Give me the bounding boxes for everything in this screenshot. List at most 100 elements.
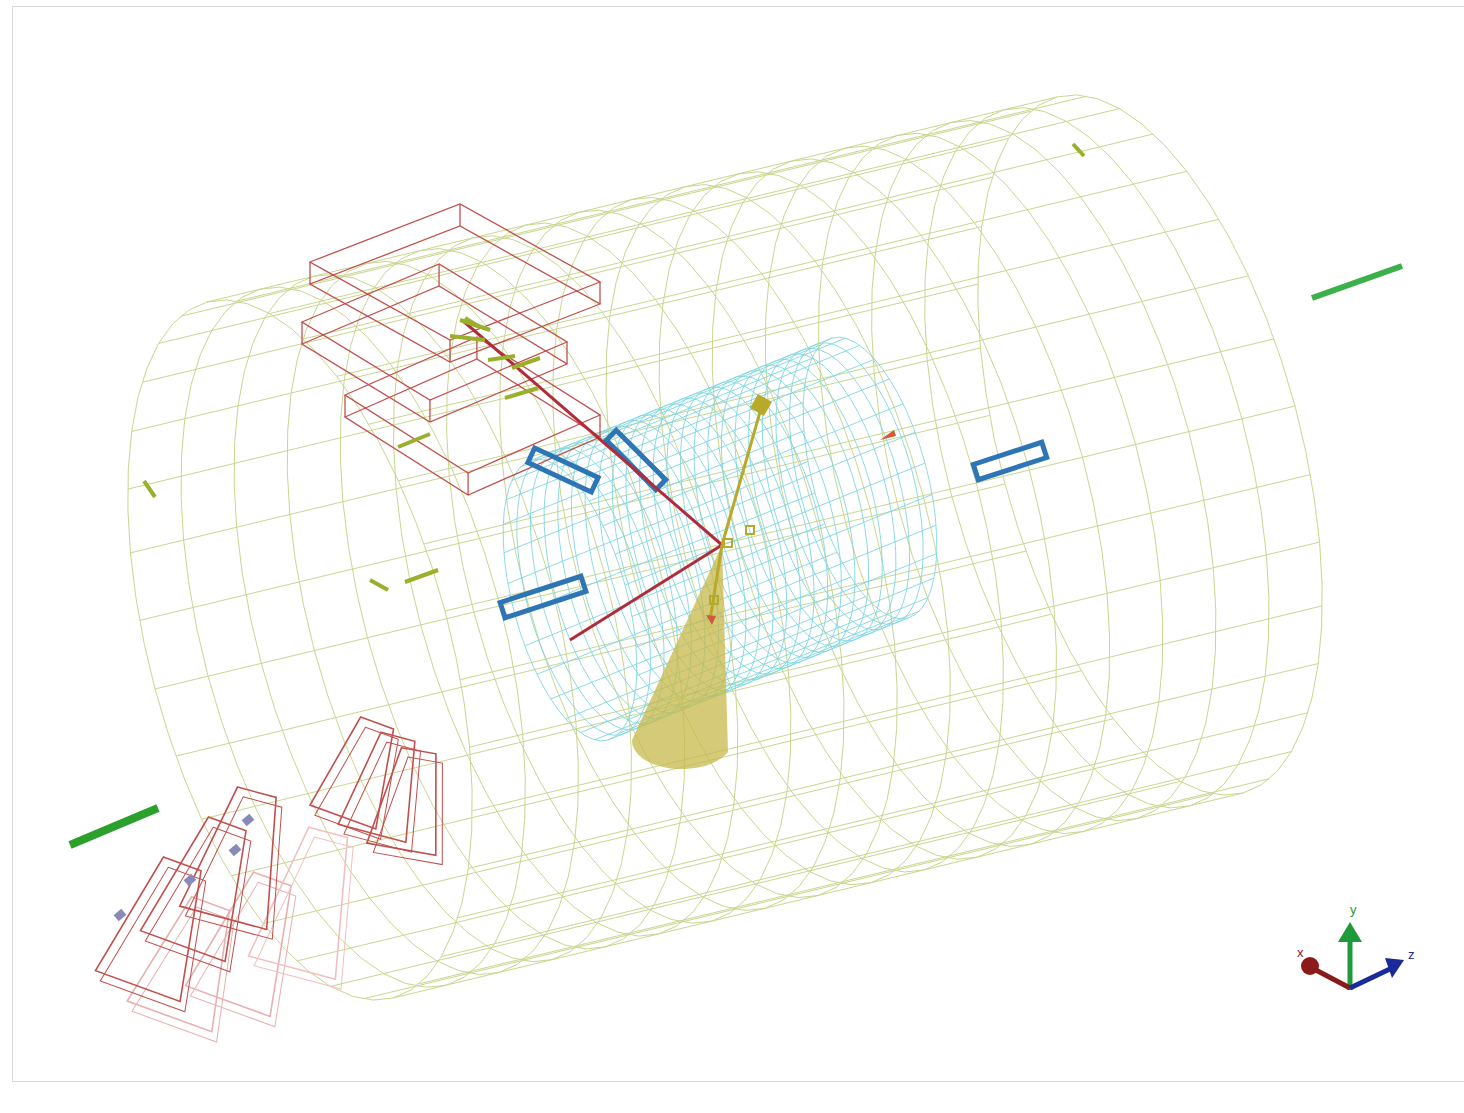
inner-detector-wireframe-line (575, 359, 875, 481)
endcap-chamber-outline (100, 859, 229, 1012)
endcap-chamber-outline (344, 737, 437, 852)
forward-segment (1312, 266, 1402, 298)
inner-detector-wireframe-line (625, 463, 925, 585)
endcap-chamber-outline (367, 745, 453, 856)
chamber-edge (301, 322, 302, 344)
muon-segment (144, 481, 155, 497)
muon-segment (465, 318, 478, 326)
muon-segment (488, 356, 515, 360)
inner-detector-wireframe-line (532, 338, 832, 460)
inner-detector-wireframe-line (632, 495, 932, 617)
inner-detector-wireframe-line (512, 358, 812, 480)
calorimeter-wireframe-line (337, 171, 1187, 376)
blue-chamber (606, 430, 665, 489)
calorimeter-wireframe-ring (606, 185, 950, 885)
electron-track (710, 545, 722, 620)
inner-detector-wireframe-ring (721, 371, 855, 653)
axis-label: y (1350, 903, 1357, 917)
calorimeter-wireframe-ring (234, 274, 578, 974)
calorimeter-wireframe-ring (872, 121, 1216, 821)
axis-z-head (1385, 958, 1404, 978)
hit-marker (880, 430, 896, 440)
inner-detector-wireframe-line (525, 524, 825, 646)
muon-track (462, 320, 722, 545)
endcap-chamber (246, 821, 379, 989)
inner-detector-wireframe-line (580, 611, 880, 733)
electron-track (722, 405, 762, 545)
calorimeter-wireframe-ring (925, 108, 1269, 808)
muon-segment (398, 434, 430, 447)
cluster-marker (750, 394, 772, 416)
muon-segment (370, 580, 388, 590)
calorimeter-wireframe-ring (553, 197, 897, 897)
top-band (0, 0, 1464, 6)
calorimeter-wireframe-line (181, 111, 1031, 316)
endcap-chamber (138, 809, 277, 972)
hit-marker (724, 539, 732, 547)
blue-chamber-outline (606, 430, 665, 489)
calorimeter-wireframe-line (270, 109, 1120, 314)
endcap-chamber-outline (95, 849, 224, 1002)
inner-detector-wireframe-ring (503, 459, 637, 741)
calorimeter-wireframe-line (303, 134, 1153, 339)
endcap-chamber-outline (373, 754, 459, 865)
endcap-chamber (365, 745, 461, 865)
inner-detector-wireframe-ring (776, 348, 910, 630)
blue-chamber (528, 448, 598, 492)
hit-marker (706, 615, 716, 625)
muon-chamber (345, 337, 600, 495)
chamber-face (345, 359, 600, 495)
calorimeter-wireframe-line (468, 664, 1318, 869)
hit-marker (710, 596, 718, 604)
endcap-chamber-outline (190, 874, 319, 1027)
calorimeter-wireframe-line (202, 614, 1052, 819)
blue-chamber (500, 576, 586, 617)
chamber-face (310, 226, 600, 362)
chamber-face (302, 264, 567, 400)
blue-chamber-outline (528, 448, 598, 492)
calorimeter-wireframe-line (155, 484, 1005, 689)
calorimeter-wireframe-line (420, 779, 1270, 984)
muon-segment (505, 388, 538, 398)
calorimeter-wireframe-ring (128, 300, 472, 1000)
axis-label: x (1297, 946, 1304, 960)
forward-segment (70, 808, 158, 845)
chamber-edge (459, 204, 460, 226)
endcap-chamber (183, 864, 322, 1027)
endcap-chamber (178, 781, 308, 940)
calorimeter-wireframe-line (159, 138, 1009, 343)
jet-cone (632, 545, 728, 769)
inner-detector-wireframe-ring (735, 365, 869, 647)
inner-detector-wireframe-ring (790, 343, 924, 625)
calorimeter-wireframe-line (297, 756, 1147, 961)
inner-detector-wireframe-ring (803, 337, 937, 619)
inner-detector-wireframe-line (515, 493, 815, 615)
muon-segment (450, 336, 485, 340)
chamber-edge (344, 395, 345, 417)
endcap-chamber-outline (145, 819, 274, 972)
inner-detector-wireframe-line (595, 618, 895, 740)
calorimeter-wireframe-line (363, 794, 1213, 999)
blue-chamber (973, 442, 1046, 479)
calorimeter-wireframe-line (140, 415, 990, 620)
calorimeter-wireframe-ring (287, 261, 631, 961)
axis-y (1348, 935, 1353, 990)
muon-segment (405, 570, 438, 582)
blue-chamber-outline (973, 442, 1046, 479)
calorimeter-wireframe-line (398, 276, 1248, 481)
axis-x (1312, 968, 1350, 988)
calorimeter-wireframe-line (441, 752, 1291, 957)
endcap-chamber (93, 849, 232, 1012)
muon-segment (512, 358, 540, 368)
axis-x-head (1301, 957, 1319, 975)
chamber-edge (599, 415, 600, 437)
calorimeter-wireframe-line (424, 339, 1274, 544)
calorimeter-wireframe-ring (765, 146, 1109, 846)
inner-detector-wireframe-line (560, 345, 860, 467)
calorimeter-wireframe-line (472, 606, 1322, 811)
axis-y-head (1338, 922, 1362, 942)
inner-detector-wireframe-ring (708, 376, 842, 657)
inner-detector-wireframe-ring (531, 448, 665, 730)
calorimeter-wireframe-line (393, 793, 1243, 998)
